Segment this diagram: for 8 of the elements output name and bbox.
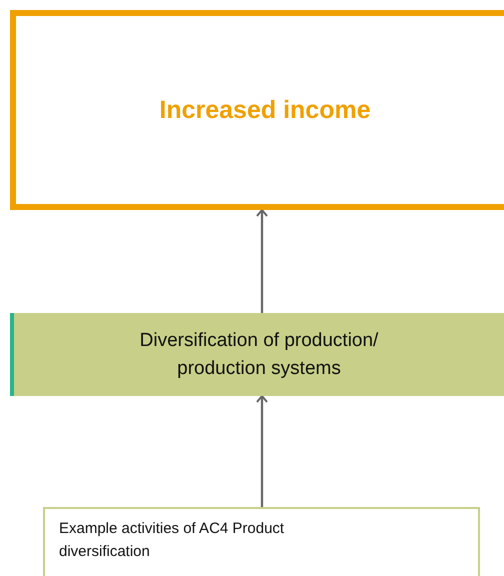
outcome-text: Increased income [159,96,371,124]
activity-text: Example activities of AC4 Product diversification [59,519,286,562]
activity-box [43,507,480,576]
output-band [10,313,504,396]
arrow [256,395,268,507]
output-text: Diversification of production/ production systems [138,328,380,380]
arrow [256,209,268,313]
outcome-box [10,10,504,210]
